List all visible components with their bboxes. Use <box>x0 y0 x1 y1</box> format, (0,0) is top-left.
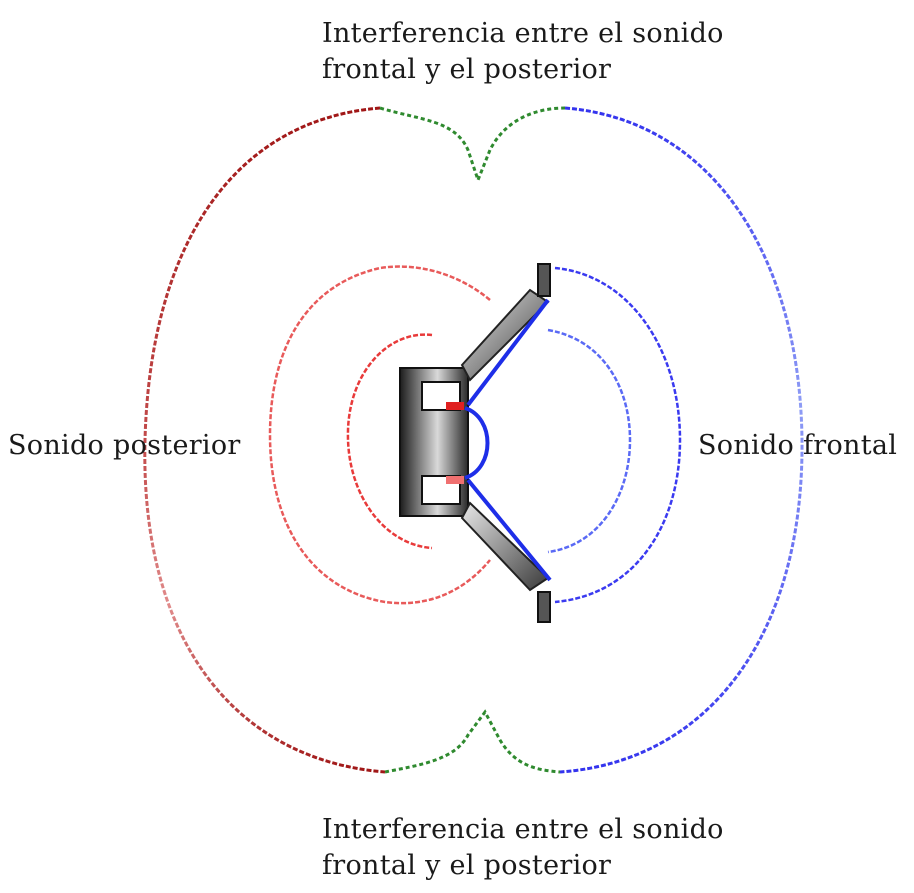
top-interference-label: Interferencia entre el sonido frontal y … <box>322 16 724 88</box>
bottom-label-line1: Interferencia entre el sonido <box>322 814 724 845</box>
interference-top <box>379 106 566 185</box>
middle-front-wave <box>554 266 682 604</box>
inner-rear-wave <box>346 333 433 550</box>
middle-rear-wave <box>268 265 491 605</box>
top-label-line1: Interferencia entre el sonido <box>322 18 724 49</box>
dust-cap <box>464 406 490 480</box>
rear-sound-label: Sonido posterior <box>8 430 241 461</box>
outer-rear-wave <box>143 106 386 774</box>
outer-front-wave <box>559 106 804 774</box>
voice-coil-top <box>446 402 464 410</box>
speaker-magnet <box>399 367 469 517</box>
cone-front-surface <box>466 298 552 582</box>
speaker-cone <box>460 263 551 623</box>
bottom-interference-label: Interferencia entre el sonido frontal y … <box>322 812 724 884</box>
top-label-line2: frontal y el posterior <box>322 54 612 85</box>
voice-coil-bottom <box>446 476 464 484</box>
inner-front-wave <box>547 328 632 554</box>
bottom-label-line2: frontal y el posterior <box>322 850 612 881</box>
front-sound-label: Sonido frontal <box>698 430 898 461</box>
interference-bottom <box>384 709 561 774</box>
